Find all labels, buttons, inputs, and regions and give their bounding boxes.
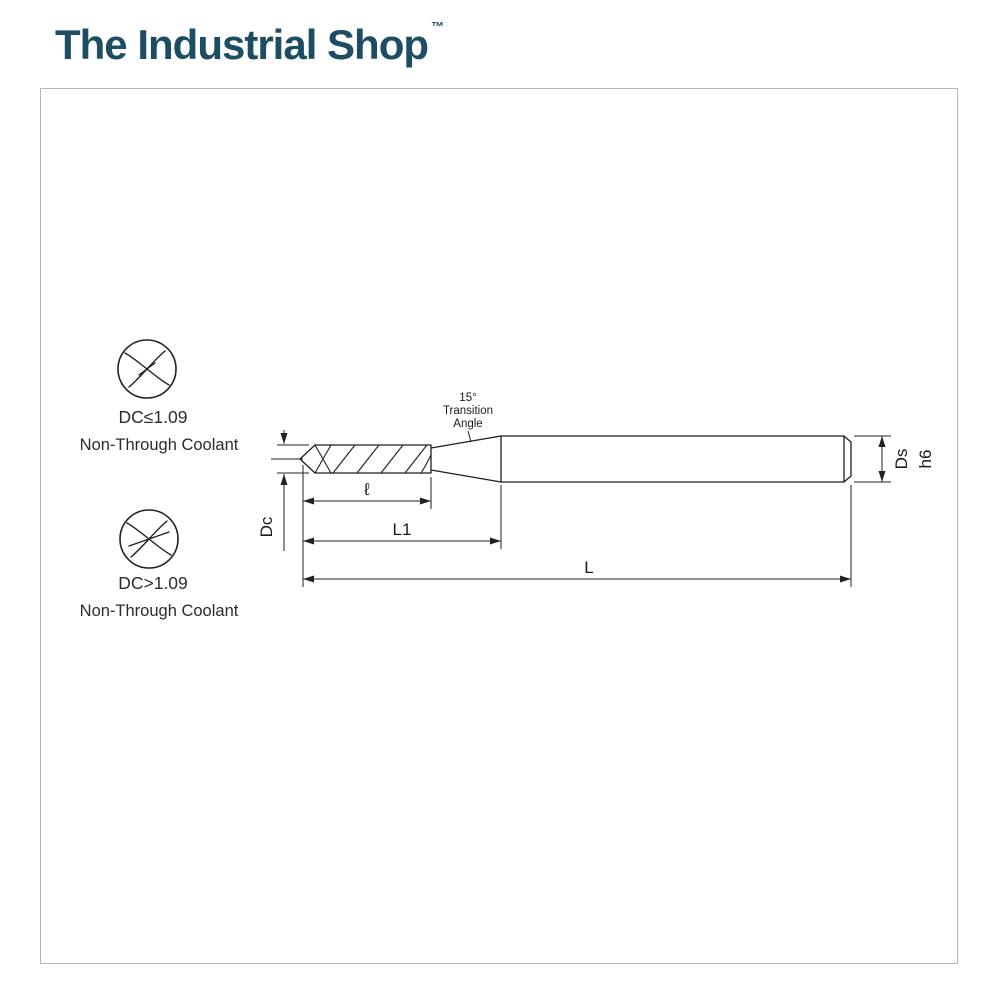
shank-outline	[500, 435, 852, 483]
legend-small-dc: DC≤1.09 Non-Through Coolant	[80, 339, 239, 454]
drill-end-view-small-chisel	[138, 362, 156, 376]
h6-label: h6	[916, 450, 935, 469]
l-label: L	[584, 558, 593, 577]
drill-end-view-large-chisel	[128, 531, 170, 547]
dimension-dc: Dc	[257, 430, 309, 551]
legend-large-dc: DC>1.09 Non-Through Coolant	[80, 509, 239, 620]
dc-label: Dc	[257, 516, 276, 537]
flute-length-label: ℓ	[363, 480, 370, 499]
legend-small-dc-title: DC≤1.09	[119, 407, 188, 427]
ds-label: Ds	[892, 449, 911, 470]
flute-body-outline	[314, 444, 432, 474]
transition-angle-leader	[467, 430, 472, 443]
drill-tip	[299, 444, 316, 474]
drill-side-view	[271, 435, 852, 483]
transition-angle-word2: Angle	[453, 418, 482, 430]
technical-drawing: DC≤1.09 Non-Through Coolant DC>1.09 Non-…	[80, 339, 935, 620]
drill-end-view-large-icon	[119, 509, 179, 569]
diagram-frame: DC≤1.09 Non-Through Coolant DC>1.09 Non-…	[40, 88, 958, 964]
dimension-ds: Ds h6	[854, 435, 935, 483]
brand-name: The Industrial Shop	[55, 21, 429, 68]
transition-angle-annotation: 15° Transition Angle	[443, 392, 493, 443]
flute-spirals	[332, 444, 432, 474]
legend-large-dc-subtitle: Non-Through Coolant	[80, 602, 239, 620]
legend-large-dc-title: DC>1.09	[118, 573, 188, 593]
dimension-flute-length: ℓ	[302, 465, 432, 587]
transition-cone	[430, 435, 502, 483]
dimension-l: L	[303, 485, 852, 587]
flute-length-extension-lines	[302, 465, 432, 587]
drill-tip-facets	[314, 444, 332, 474]
transition-angle-value: 15°	[459, 392, 476, 404]
transition-angle-word1: Transition	[443, 405, 493, 417]
dc-extension-lines	[277, 444, 309, 474]
ds-extension-lines	[854, 435, 891, 483]
drill-end-view-small-icon	[117, 339, 177, 399]
trademark-symbol: ™	[431, 19, 444, 34]
dimension-l1: L1	[303, 485, 502, 549]
legend-small-dc-subtitle: Non-Through Coolant	[80, 436, 239, 454]
l1-label: L1	[393, 520, 412, 539]
